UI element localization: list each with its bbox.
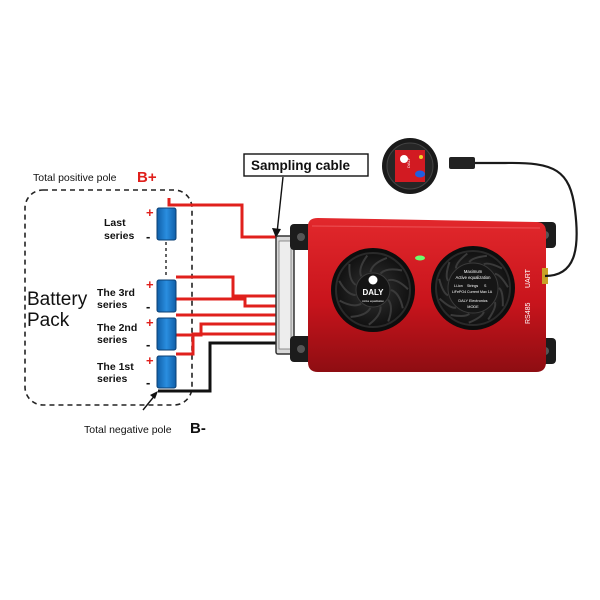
fan-blade [445,261,451,282]
sampling-cable-label-box [243,153,369,177]
fan-blade [339,299,362,307]
spec-subtitle: Active equalization [456,275,492,280]
spec-model: MODE [467,305,479,309]
cell-label-2nd-1: The 2nd [97,322,137,334]
positive-main-wire [167,198,278,239]
fan-blade [369,256,388,273]
minus-sign-1st: - [146,375,150,390]
port-label-uart: UART [525,268,532,288]
spec-row1-mid: Strings [467,284,478,288]
sense-wire-2nd-b [176,322,278,337]
fan-blade [494,272,509,288]
cell-label-1st-1: The 1st [97,361,134,373]
fan-blade [379,268,403,275]
spec-row2-right: Max 1A [480,290,493,294]
port-label-rs485: RS485 [525,302,532,324]
remote-brand: DALY [406,158,411,168]
spec-row1-left: Li-ion [454,284,463,288]
plus-sign-2nd: + [146,315,154,330]
cell-1st-series [156,355,177,389]
fan-badge: Active equalization [362,299,384,303]
spec-row2-mid: Current [467,290,479,294]
fan-brand: DALY [362,288,384,297]
fan-blade [387,299,392,322]
fan-blade [387,278,409,291]
fan-blade [350,307,372,318]
fan-blade [487,301,497,321]
fan-blade [483,262,503,270]
negative-pole-label: Total negative pole [84,424,172,436]
fan-blade [390,289,404,309]
fan-blade [359,254,369,277]
cell-2nd-series [156,317,177,351]
sampling-cable-arrowhead [272,228,281,238]
remote-plug [449,157,475,169]
fan-blade [438,278,449,297]
cell-last-series [156,207,177,241]
cell-label-last-2: series [104,230,135,242]
cell-label-3rd-2: series [97,299,128,311]
sense-wire-1st [176,332,278,356]
minus-sign-3rd: - [146,299,150,314]
fan-blade [438,297,457,309]
spec-row1-right: S [484,284,487,288]
plus-sign-1st: + [146,353,154,368]
spec-title: Maximum [464,269,483,274]
sense-wire-3rd-b [176,297,278,308]
fan-blade [450,312,471,317]
spec-company: DALY Electronics [458,299,487,303]
positive-pole-label: Total positive pole [33,172,117,184]
negative-pole-arrowhead [150,391,158,399]
fan-blade [454,252,468,269]
remote-button-icon [415,170,425,178]
minus-sign-last: - [146,229,150,244]
sampling-cable-arrow [276,176,284,234]
fan-blade [498,287,504,307]
remote-logo-icon [400,155,408,163]
fan-blade [348,263,357,286]
cell-3rd-series [156,279,177,313]
fan-blade [368,306,382,326]
cell-label-2nd-2: series [97,334,128,346]
fan-blade [338,280,356,297]
cell-label-last-1: Last [104,217,126,229]
cell-label-3rd-1: The 3rd [97,287,135,299]
remote-cable [470,161,578,278]
sampling-cable-label: Sampling cable [251,158,351,173]
minus-sign-2nd: - [146,337,150,352]
cell-label-1st-2: series [97,373,128,385]
positive-pole-sign: B+ [137,169,157,186]
battery-pack-label-line2: Pack [27,310,70,331]
plus-sign-3rd: + [146,277,154,292]
battery-pack-label-line1: Battery [27,289,88,310]
sense-wire-3rd-a [176,275,278,298]
status-led [415,255,425,261]
remote-switch: DALY [382,138,438,194]
battery-pack-outline [24,189,193,406]
fan-blade [468,254,488,263]
cooling-fan-left: DALY Active equalization [331,248,415,332]
fan-blade [468,311,485,324]
cooling-fan-right: Maximum Active equalization Li-ion Strin… [431,246,515,330]
plus-sign-last: + [146,205,154,220]
negative-main-wire [158,341,278,393]
spec-row2-left: LiFePO4 [452,290,466,294]
negative-pole-sign: B- [190,420,206,437]
